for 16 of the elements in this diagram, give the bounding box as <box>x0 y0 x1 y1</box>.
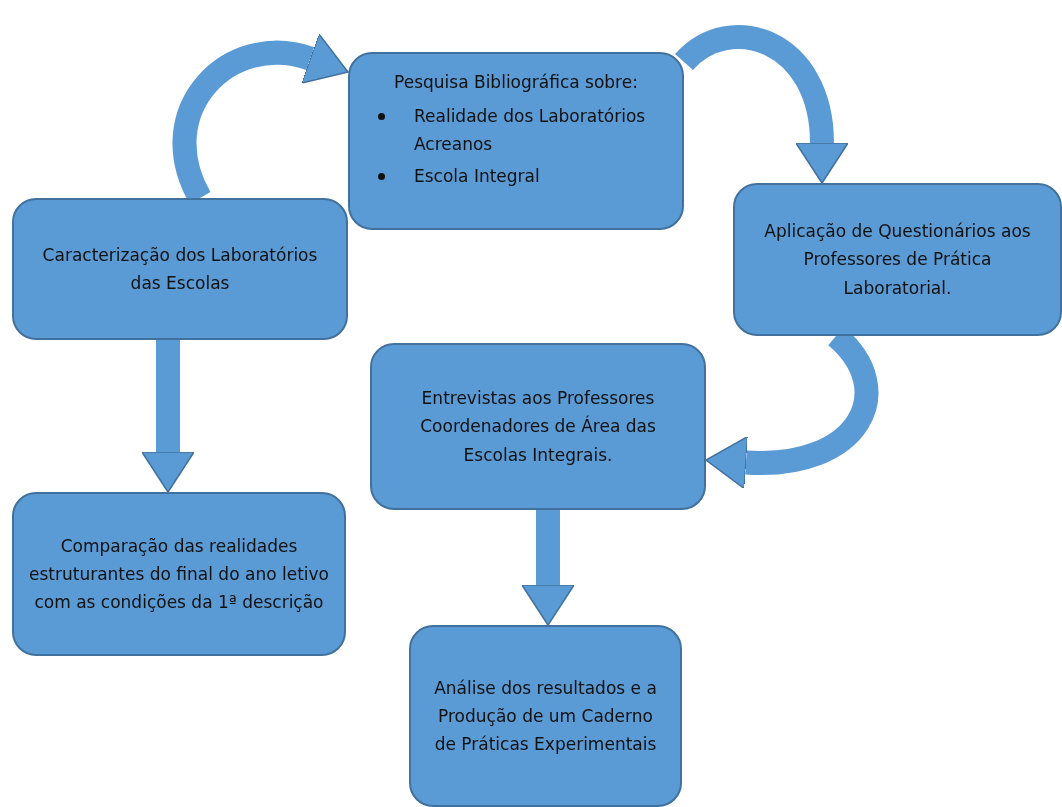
process-box <box>12 492 346 656</box>
process-box <box>370 343 706 510</box>
process-box <box>348 52 684 230</box>
box-text: Aplicação de Questionários aos Professores de Prática Laboratorial. <box>763 220 1032 300</box>
process-box <box>409 625 682 807</box>
block-arrow <box>141 340 195 493</box>
process-box <box>12 198 348 340</box>
process-box <box>733 183 1062 336</box>
box-text: Análise dos resultados e a Produção de um Caderno de Práticas Experimentais <box>433 676 658 756</box>
box-text: Comparação das realidades estruturantes do final do ano letivo com as condições da 1ª descrição <box>28 534 330 614</box>
box-text: Caracterização dos Laboratórios das Escolas <box>41 243 319 295</box>
bullet-item: Realidade dos Laboratórios Acreanos <box>370 102 662 159</box>
box-text: Entrevistas aos Professores Coordenadores de Área das Escolas Integrais. <box>419 387 657 467</box>
box-heading: Pesquisa Bibliográfica sobre: <box>394 71 638 94</box>
block-arrow <box>521 510 575 626</box>
bullet-item: Escola Integral <box>370 162 540 191</box>
